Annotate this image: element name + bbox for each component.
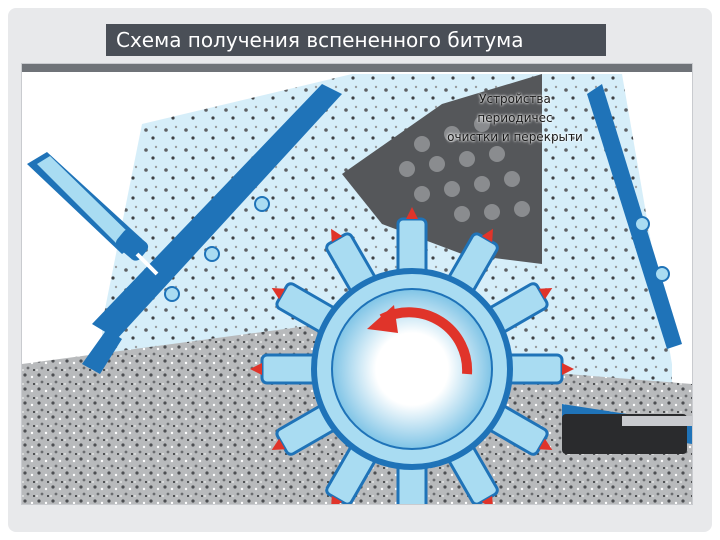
callout-label: Устройства периодичес очистки и перекрыт…	[440, 90, 590, 147]
slide-title: Схема получения вспененного битума	[106, 24, 606, 56]
foam-bitumen-diagram	[22, 64, 692, 504]
